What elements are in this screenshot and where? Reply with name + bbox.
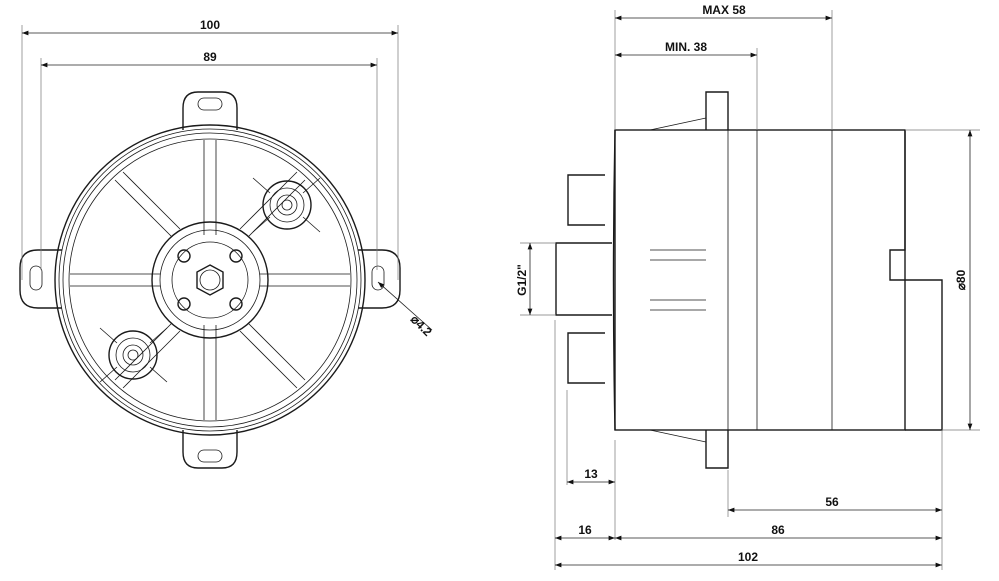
valve-bottom-left bbox=[99, 327, 168, 383]
mounting-ear-top bbox=[182, 91, 238, 130]
front-view: 100 89 ⌀4.2 bbox=[19, 18, 435, 469]
dim-hole-spacing: 89 bbox=[203, 50, 217, 64]
dim-inlet-13: 13 bbox=[584, 467, 598, 481]
dim-thread: G1/2" bbox=[515, 264, 529, 296]
dim-min-depth: MIN. 38 bbox=[665, 40, 707, 54]
mounting-ear-right bbox=[358, 249, 401, 309]
dim-total-102: 102 bbox=[738, 550, 758, 564]
dim-diameter: ⌀80 bbox=[954, 269, 968, 290]
dim-inlet-16: 16 bbox=[578, 523, 592, 537]
dim-max-depth: MAX 58 bbox=[702, 3, 746, 17]
dim-hole-diameter: ⌀4.2 bbox=[408, 312, 435, 339]
dim-overall-width: 100 bbox=[200, 18, 220, 32]
dim-body-86: 86 bbox=[771, 523, 785, 537]
dim-rear-56: 56 bbox=[825, 495, 839, 509]
mounting-ear-left bbox=[19, 249, 62, 309]
side-view: MAX 58 MIN. 38 ⌀80 G1/2" 13 56 16 86 102 bbox=[515, 3, 980, 570]
valve-top-right bbox=[252, 177, 321, 233]
mounting-ear-bottom bbox=[182, 430, 238, 469]
